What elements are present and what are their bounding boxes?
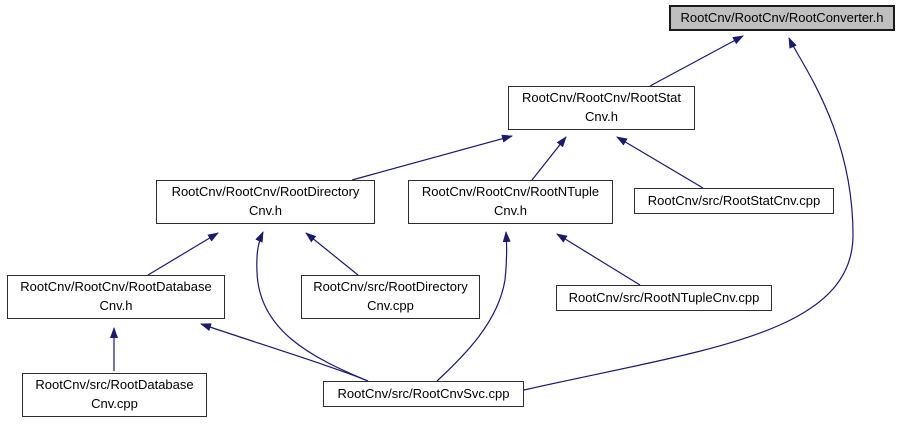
node-label-line: RootCnv/src/RootDatabase xyxy=(35,377,194,393)
node-label-line: RootCnv/RootCnv/RootConverter.h xyxy=(680,9,884,25)
graph-node-root-cnv-svc-cpp[interactable]: RootCnv/src/RootCnvSvc.cpp xyxy=(323,381,524,407)
node-label-line: Cnv.cpp xyxy=(367,298,414,313)
edge-root-cnv-svc-cpp-to-root-converter-h xyxy=(523,37,854,391)
edge-root-directory-cnv-cpp-to-root-directory-cnv-h xyxy=(305,232,359,276)
node-label-line: RootCnv/src/RootStatCnv.cpp xyxy=(647,192,821,208)
graph-node-root-converter-h: RootCnv/RootCnv/RootConverter.h xyxy=(669,5,895,31)
node-label-line: RootCnv/src/RootNTupleCnv.cpp xyxy=(568,289,760,305)
edge-root-cnv-svc-cpp-to-root-directory-cnv-h xyxy=(255,231,369,382)
edge-root-database-cnv-h-to-root-directory-cnv-h xyxy=(147,232,219,276)
edge-root-ntuple-cnv-cpp-to-root-ntuple-cnv-h xyxy=(556,233,641,286)
node-label-line: Cnv.h xyxy=(99,298,133,313)
node-label-line: Cnv.h xyxy=(494,203,527,218)
graph-node-root-ntuple-cnv-cpp[interactable]: RootCnv/src/RootNTupleCnv.cpp xyxy=(556,285,772,311)
node-label-line: RootCnv/src/RootCnvSvc.cpp xyxy=(337,385,510,401)
edge-root-ntuple-cnv-h-to-root-stat-cnv-h xyxy=(531,136,567,181)
edge-root-directory-cnv-h-to-root-stat-cnv-h xyxy=(351,134,513,181)
node-label-line: RootCnv/RootCnv/RootDatabase xyxy=(20,279,212,295)
node-label-line: Cnv.h xyxy=(585,109,618,124)
node-label-line: RootCnv/RootCnv/RootNTuple xyxy=(421,184,600,200)
edge-root-cnv-svc-cpp-to-root-database-cnv-h xyxy=(200,323,369,382)
edge-root-stat-cnv-cpp-to-root-stat-cnv-h xyxy=(616,136,704,189)
edge-root-stat-cnv-h-to-root-converter-h xyxy=(649,35,744,87)
node-label-line: Cnv.h xyxy=(249,203,282,218)
node-label-line: RootCnv/RootCnv/RootDirectory xyxy=(171,184,360,200)
edge-root-cnv-svc-cpp-to-root-ntuple-cnv-h xyxy=(436,231,511,382)
node-label-line: RootCnv/src/RootDirectory xyxy=(313,279,468,295)
node-label-line: Cnv.cpp xyxy=(91,396,138,411)
node-label-line: RootCnv/RootCnv/RootStat xyxy=(522,90,681,106)
graph-node-root-stat-cnv-cpp[interactable]: RootCnv/src/RootStatCnv.cpp xyxy=(634,188,834,214)
